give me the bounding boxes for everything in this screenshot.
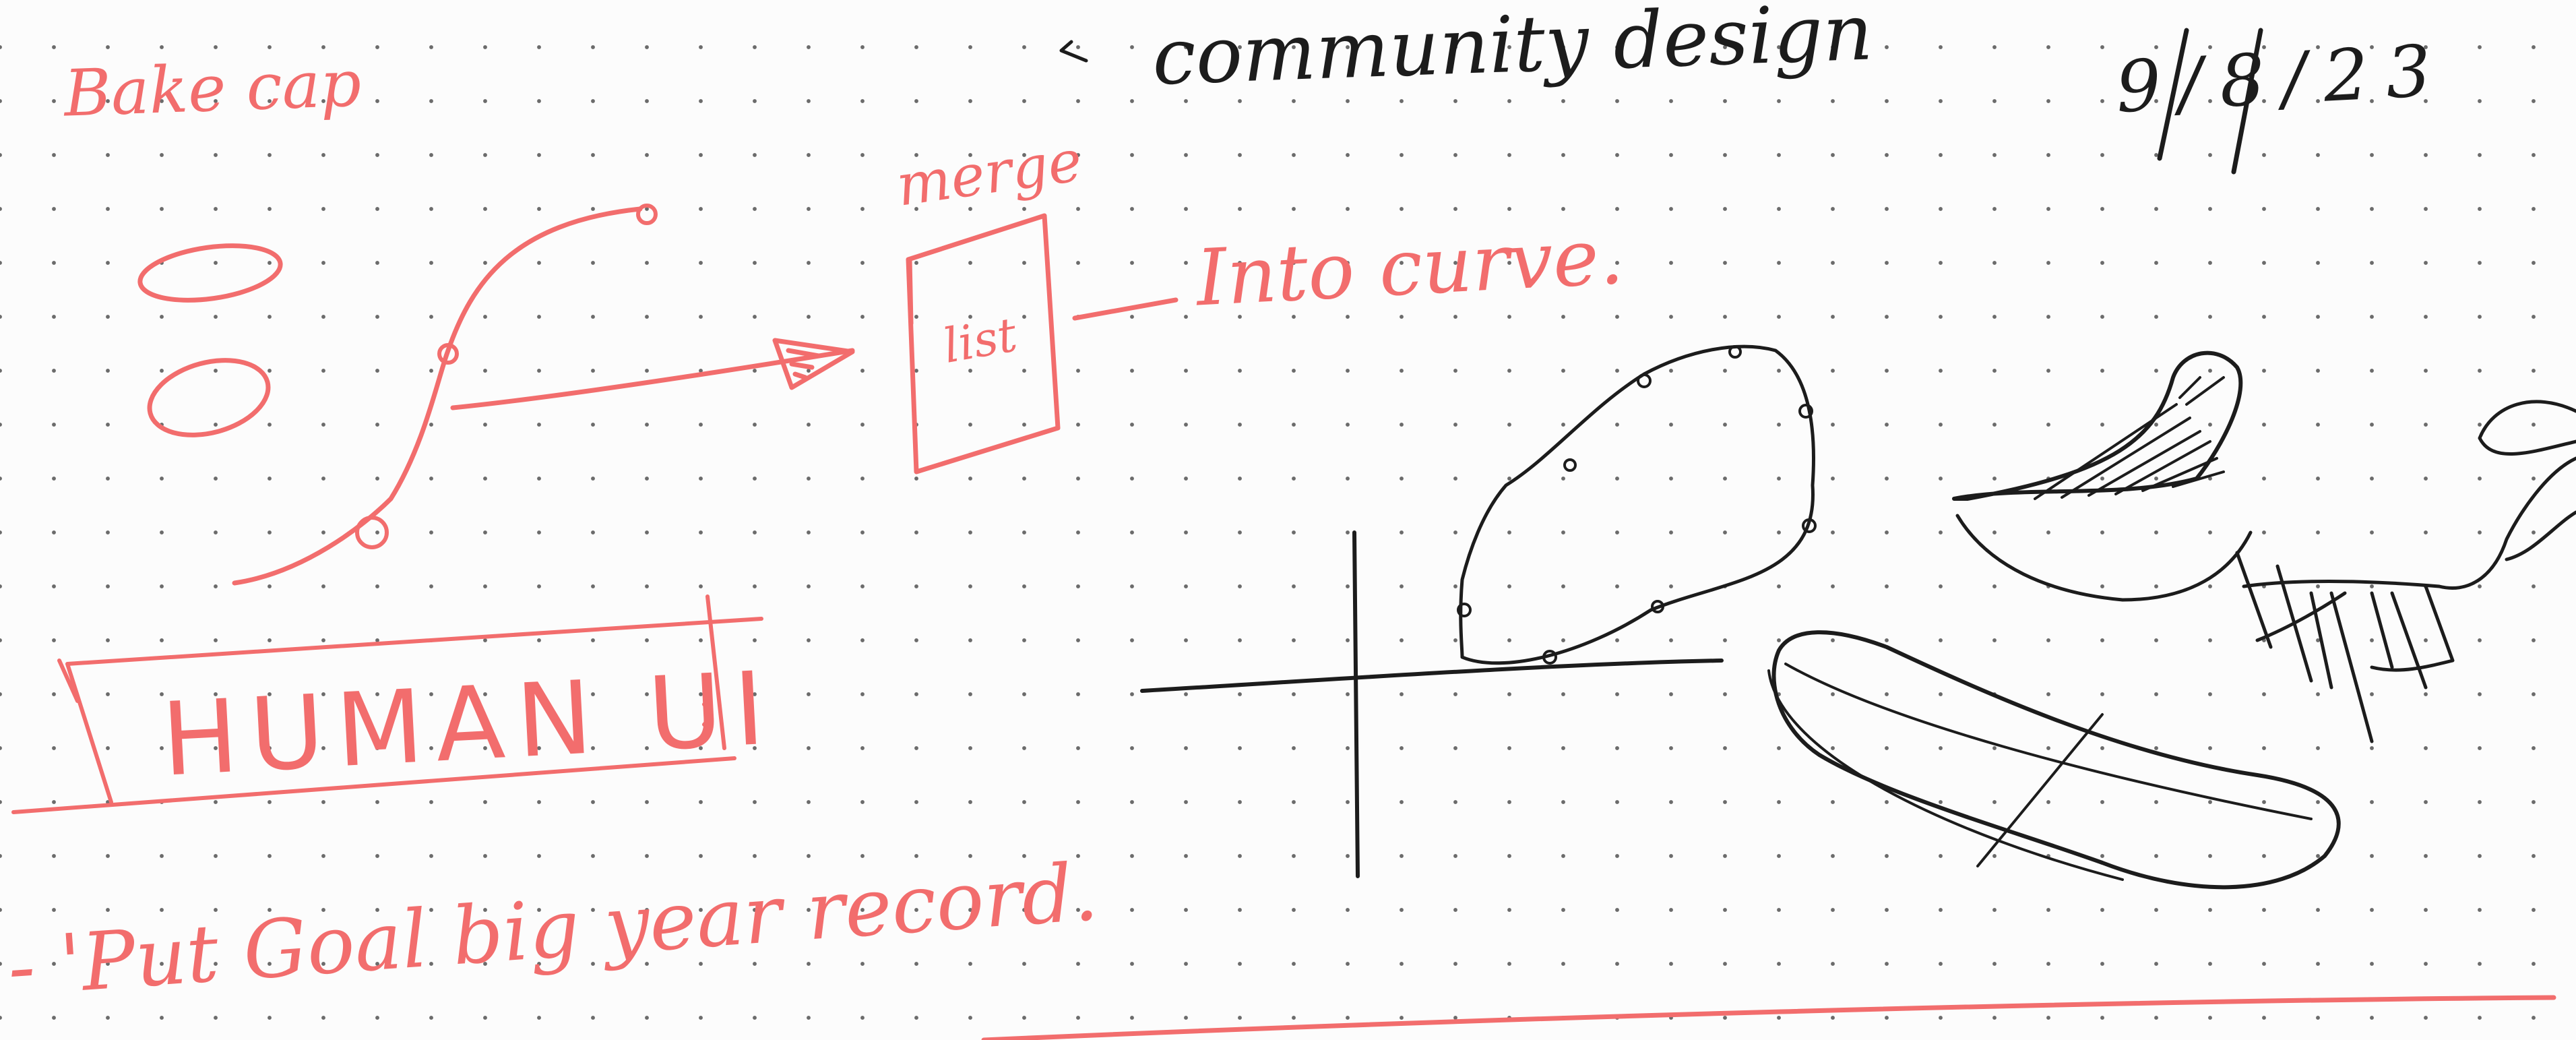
axis-horizontal bbox=[1140, 659, 1724, 693]
crescent-shape bbox=[1952, 350, 2243, 501]
bake-cap-note: Bake cap bbox=[63, 47, 363, 131]
small-arrow-mark bbox=[1059, 40, 1088, 63]
oval-shape-top bbox=[137, 243, 283, 303]
blob-point-1 bbox=[1457, 603, 1472, 617]
blob-point-4 bbox=[1802, 518, 1817, 533]
blob-point-2 bbox=[1542, 650, 1557, 665]
arrow-to-merge bbox=[450, 348, 855, 410]
human-ui-frame bbox=[11, 594, 763, 814]
date-slash-1 bbox=[2157, 28, 2189, 161]
curve-control-point-mid bbox=[437, 343, 459, 365]
blob-point-8 bbox=[1563, 458, 1577, 472]
elongated-pill-shape bbox=[1771, 630, 2341, 890]
oval-shape-bottom bbox=[147, 358, 271, 437]
date-slash-2 bbox=[2231, 28, 2263, 175]
crescent-shading bbox=[2034, 376, 2225, 500]
blob-point-7 bbox=[1637, 373, 1652, 388]
blob-point-3 bbox=[1651, 600, 1664, 613]
date-note: 9/8/23 bbox=[2114, 29, 2451, 129]
merge-output-line bbox=[1072, 297, 1179, 321]
curve-control-point-top bbox=[636, 204, 658, 225]
closed-spline-blob bbox=[1459, 344, 1815, 665]
bezier-curve bbox=[232, 206, 643, 586]
blob-point-6 bbox=[1728, 345, 1742, 359]
arrow-head bbox=[772, 338, 855, 390]
into-curve-note: Into curve. bbox=[1193, 211, 1626, 324]
crescent-bowl bbox=[1955, 514, 2253, 602]
pill-inner-line bbox=[1784, 663, 2313, 820]
edge-figure bbox=[2235, 400, 2576, 743]
bottom-red-line bbox=[981, 995, 2556, 1040]
list-label: list bbox=[939, 307, 1022, 374]
merge-list-box bbox=[906, 213, 1061, 475]
human-ui-label: HUMAN UI bbox=[159, 650, 780, 799]
pill-outer-line bbox=[1767, 669, 2124, 881]
blob-point-5 bbox=[1798, 404, 1813, 419]
pill-cross-line bbox=[1976, 713, 2104, 867]
axis-vertical bbox=[1352, 530, 1360, 878]
human-ui-bracket-end bbox=[702, 702, 712, 727]
curve-control-point-bottom bbox=[355, 516, 389, 549]
